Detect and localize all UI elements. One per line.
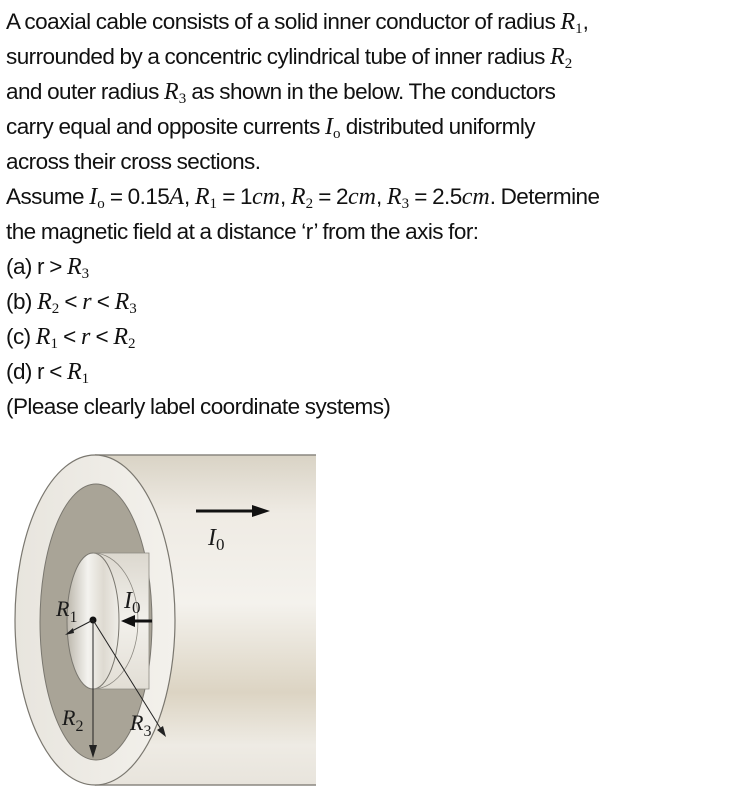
coaxial-cable-figure: I0 I0 R1 R2 R3	[0, 440, 380, 791]
R2-radius-arrow	[89, 620, 97, 758]
R1-label: R1	[55, 596, 77, 626]
coaxial-cable-diagram: I0 I0 R1 R2 R3	[14, 454, 316, 786]
R2-label: R2	[61, 705, 83, 735]
given-I0-symbol: Io	[89, 184, 105, 212]
given-R2-unit: cm	[348, 184, 377, 210]
given-R3-unit: cm	[461, 184, 490, 210]
math-R2: R2	[550, 44, 573, 72]
given-R3-symbol: R3	[386, 184, 410, 212]
intro-line-5: across their cross sections.	[6, 149, 261, 174]
note-line: (Please clearly label coordinate systems…	[6, 394, 391, 419]
given-I0-unit: A	[169, 184, 184, 210]
outer-current-arrow-icon	[196, 505, 270, 517]
math-R1: R1	[560, 9, 583, 37]
math-R3: R3	[164, 79, 187, 107]
part-a: (a) r > R3	[6, 254, 90, 282]
question-line: the magnetic field at a distance ‘r’ fro…	[6, 219, 479, 244]
R3-label: R3	[129, 710, 151, 740]
intro-line-4: carry equal and opposite currents Io dis…	[6, 114, 536, 142]
intro-line-2: surrounded by a concentric cylindrical t…	[6, 44, 573, 72]
problem-statement: A coaxial cable consists of a solid inne…	[6, 4, 752, 424]
inner-current-arrow-icon	[121, 615, 152, 627]
intro-line-1: A coaxial cable consists of a solid inne…	[6, 9, 589, 37]
inner-current-label: I0	[123, 588, 141, 617]
part-c: (c) R1 < r < R2	[6, 324, 136, 352]
part-d: (d) r < R1	[6, 359, 90, 387]
given-R1-symbol: R1	[194, 184, 218, 212]
intro-line-3: and outer radius R3 as shown in the belo…	[6, 79, 556, 107]
part-b: (b) R2 < r < R3	[6, 289, 137, 317]
given-R2-symbol: R2	[290, 184, 314, 212]
outer-current-label: I0	[207, 525, 225, 554]
givens-line: Assume Io = 0.15A, R1 = 1cm, R2 = 2cm, R…	[6, 184, 600, 212]
R1-radius-arrow	[65, 619, 94, 635]
math-I0: Io	[325, 114, 341, 142]
R3-radius-arrow	[92, 619, 166, 737]
given-R1-unit: cm	[252, 184, 280, 210]
